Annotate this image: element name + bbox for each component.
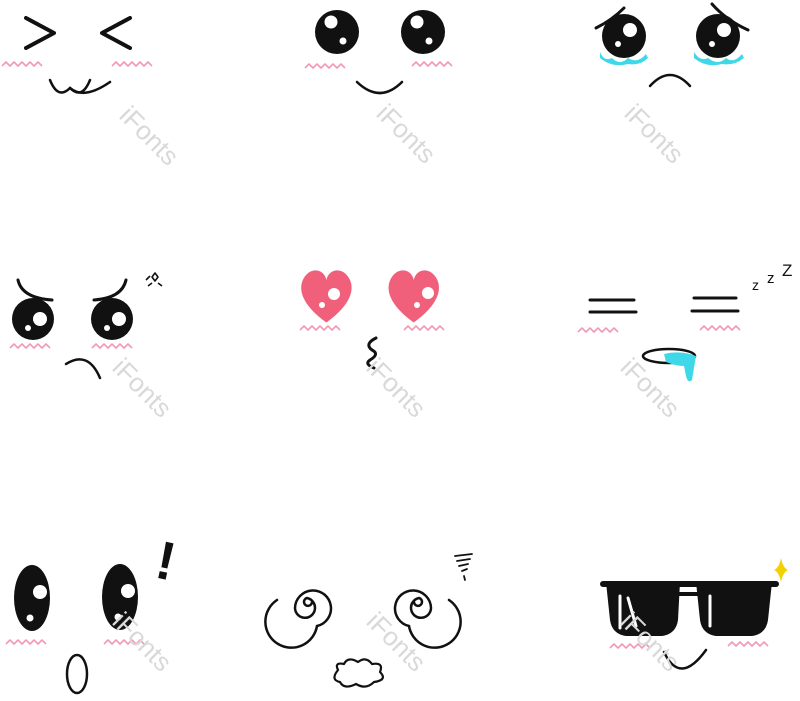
right-eye bbox=[696, 14, 740, 58]
left-blush bbox=[609, 643, 651, 649]
exclamation-mark: ! bbox=[151, 530, 181, 592]
left-eye bbox=[12, 298, 54, 340]
sleep-z-medium: z bbox=[767, 270, 775, 287]
left-blush bbox=[304, 63, 346, 69]
wavy-mouth bbox=[333, 658, 384, 688]
dizzy-face bbox=[264, 553, 473, 688]
right-eye bbox=[91, 298, 133, 340]
right-eye bbox=[401, 10, 445, 54]
right-blush bbox=[727, 641, 769, 647]
sleep-z-small: z bbox=[752, 277, 759, 293]
cat-mouth bbox=[48, 78, 92, 94]
tornado-icon bbox=[454, 553, 473, 581]
right-spiral-eye bbox=[393, 589, 462, 649]
right-blush bbox=[103, 639, 145, 645]
smile-face bbox=[304, 10, 453, 95]
right-blush bbox=[699, 325, 741, 331]
left-tears bbox=[600, 52, 648, 66]
drool bbox=[664, 352, 696, 382]
kiss-mouth bbox=[366, 336, 378, 370]
frown-mouth bbox=[64, 358, 102, 380]
frown-mouth bbox=[648, 73, 692, 88]
o-mouth bbox=[65, 653, 89, 695]
left-heart-eye bbox=[301, 270, 352, 323]
right-blush bbox=[411, 61, 453, 67]
left-blush bbox=[299, 325, 341, 331]
right-eye bbox=[102, 564, 138, 630]
left-eye bbox=[14, 565, 50, 631]
left-brow bbox=[16, 278, 54, 302]
right-eye bbox=[100, 16, 132, 50]
smile-mouth bbox=[355, 80, 404, 95]
right-blush bbox=[403, 325, 445, 331]
right-tears bbox=[694, 52, 744, 66]
left-eye bbox=[24, 16, 56, 50]
anger-sparkle-icon bbox=[145, 272, 163, 287]
left-blush bbox=[577, 327, 619, 333]
crying-face bbox=[594, 2, 750, 88]
left-eye bbox=[588, 298, 638, 314]
left-eye bbox=[602, 14, 646, 58]
right-blush bbox=[111, 61, 153, 67]
angry-face bbox=[9, 272, 163, 380]
right-eye bbox=[690, 296, 740, 313]
right-heart-eye bbox=[388, 270, 439, 323]
sleepy-face: z z Z bbox=[577, 261, 792, 382]
sparkle-icon bbox=[774, 558, 788, 582]
cool-face bbox=[600, 558, 788, 670]
sunglasses bbox=[600, 581, 779, 636]
surprised-face: ! bbox=[5, 530, 181, 695]
left-blush bbox=[9, 343, 51, 349]
left-blush bbox=[1, 61, 43, 67]
left-spiral-eye bbox=[264, 589, 333, 649]
right-blush bbox=[91, 343, 133, 349]
sleep-z-large: Z bbox=[782, 261, 792, 280]
right-brow bbox=[92, 278, 128, 302]
heart-eyes-face bbox=[299, 270, 445, 370]
squint-face bbox=[1, 16, 153, 95]
left-eye bbox=[315, 10, 359, 54]
smirk-mouth bbox=[662, 648, 708, 670]
left-blush bbox=[5, 639, 47, 645]
